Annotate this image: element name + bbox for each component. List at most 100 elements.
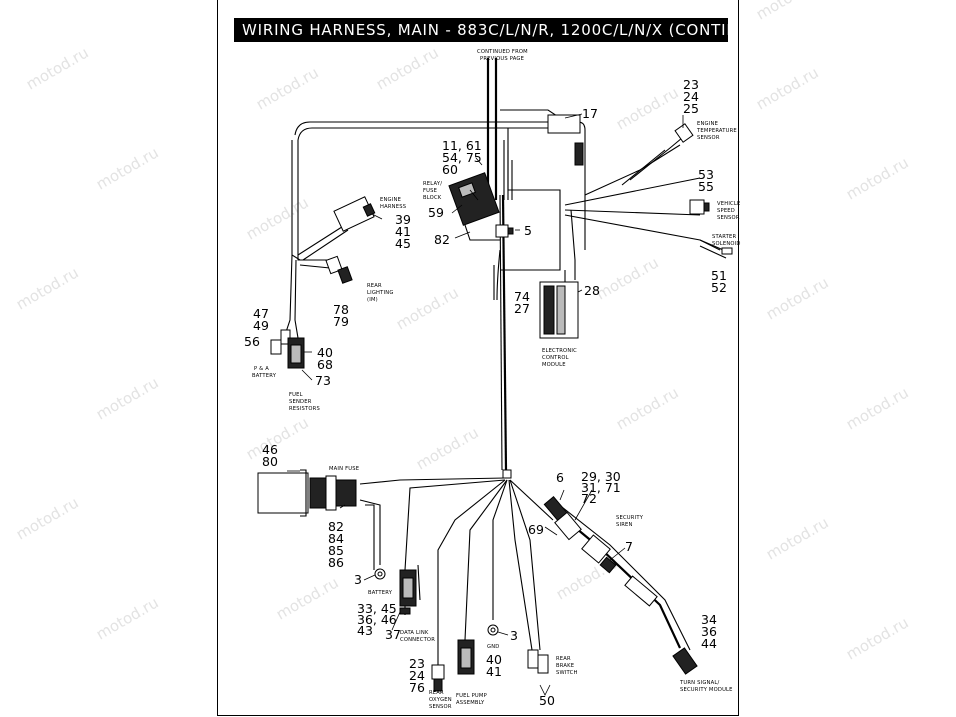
callout-49: 49 [253, 318, 269, 333]
callout-82-top: 82 [434, 232, 450, 247]
watermark-text: motod.ru [613, 383, 682, 433]
callout-28: 28 [584, 283, 600, 298]
callout-52: 52 [711, 280, 727, 295]
diagram-title: WIRING HARNESS, MAIN - 883C/L/N/R, 1200C… [234, 18, 728, 42]
label-continued-line1: CONTINUED FROM [477, 49, 528, 55]
label-pa-battery-2: BATTERY [252, 373, 277, 379]
left-branch-connectors [270, 254, 305, 369]
callout-50: 50 [539, 693, 555, 708]
callout-53: 53 [698, 167, 714, 182]
callout-24: 24 [683, 89, 699, 104]
label-brake-2: BRAKE [556, 663, 574, 669]
callout-27: 27 [514, 301, 530, 316]
label-turn-signal-1: TURN SIGNAL/ [679, 680, 719, 686]
callout-7: 7 [625, 539, 633, 554]
watermark-text: motod.ru [753, 0, 822, 23]
callout-5: 5 [524, 223, 532, 238]
callout-73: 73 [315, 373, 331, 388]
label-relay-1: RELAY/ [423, 181, 442, 187]
relay-fuse-block [448, 172, 500, 241]
label-relay-3: BLOCK [423, 195, 442, 201]
callout-76: 76 [409, 680, 425, 695]
callout-54-75: 54, 75 [442, 150, 482, 165]
callout-leaders [287, 113, 684, 696]
security-siren-branch [543, 496, 698, 675]
callout-40: 40 [317, 345, 333, 360]
label-vss-2: SPEED [717, 208, 735, 214]
label-pa-battery-1: P & A [254, 366, 269, 372]
callout-3-battery: 3 [354, 572, 362, 587]
watermark-text: motod.ru [413, 423, 482, 473]
label-ecm-2: CONTROL [542, 355, 569, 361]
label-gnd: GND [487, 644, 500, 650]
lower-branches [359, 477, 554, 665]
callout-24-bottom: 24 [409, 668, 425, 683]
watermark-text: motod.ru [93, 593, 162, 643]
watermark-text: motod.ru [593, 253, 662, 303]
callout-68: 68 [317, 357, 333, 372]
label-siren-1: SECURITY [616, 515, 644, 521]
component-labels: CONTINUED FROM PREVIOUS PAGE ENGINE TEMP… [252, 49, 740, 710]
label-rear-lighting-2: LIGHTING [367, 290, 394, 296]
callout-36: 36 [701, 624, 717, 639]
callout-78: 78 [333, 302, 349, 317]
label-ecm-3: MODULE [542, 362, 566, 368]
callout-25: 25 [683, 101, 699, 116]
callout-86: 86 [328, 555, 344, 570]
watermark-text: motod.ru [843, 383, 912, 433]
callout-23: 23 [683, 77, 699, 92]
watermark-text: motod.ru [613, 83, 682, 133]
callout-29-30: 29, 30 [581, 469, 621, 484]
watermark-text: motod.ru [373, 43, 442, 93]
rear-brake-switch-connector [527, 649, 549, 674]
watermark-text: motod.ru [253, 63, 322, 113]
label-fuel-sender-2: SENDER [289, 399, 312, 405]
watermark-text: motod.ru [763, 513, 832, 563]
callout-34: 34 [701, 612, 717, 627]
callout-41: 41 [395, 224, 411, 239]
callout-82: 82 [328, 519, 344, 534]
callout-3-gnd: 3 [510, 628, 518, 643]
callout-44: 44 [701, 636, 717, 651]
callout-45: 45 [395, 236, 411, 251]
label-main-fuse: MAIN FUSE [329, 466, 359, 472]
watermark-text: motod.ru [273, 573, 342, 623]
watermark-text: motod.ru [243, 193, 312, 243]
label-o2-3: SENSOR [429, 704, 452, 710]
callout-40-bottom: 40 [486, 652, 502, 667]
callout-39: 39 [395, 212, 411, 227]
callout-36-46: 36, 46 [357, 612, 397, 627]
label-engine-harness-2: HARNESS [380, 204, 406, 210]
callout-72: 72 [581, 491, 597, 506]
rear-lighting-connector [299, 255, 353, 284]
data-link-connector [399, 564, 421, 615]
label-battery: BATTERY [368, 590, 393, 596]
callout-43: 43 [357, 623, 373, 638]
rear-oxygen-sensor-connector [431, 664, 445, 692]
watermark-text: motod.ru [13, 263, 82, 313]
watermark-text: motod.ru [763, 273, 832, 323]
callout-59: 59 [428, 205, 444, 220]
watermark-text: motod.ru [23, 43, 92, 93]
callout-55: 55 [698, 179, 714, 194]
watermark-text: motod.ru [393, 283, 462, 333]
label-brake-1: REAR [556, 656, 571, 662]
label-continued-line2: PREVIOUS PAGE [480, 56, 524, 62]
fuel-pump-connector [457, 639, 475, 675]
label-siren-2: SIREN [616, 522, 633, 528]
gnd-terminal [487, 624, 499, 636]
label-rear-lighting-1: REAR [367, 283, 382, 289]
callout-17: 17 [582, 106, 598, 121]
callout-69: 69 [528, 522, 544, 537]
label-starter-1: STARTER [712, 234, 736, 240]
callout-31-71: 31, 71 [581, 480, 621, 495]
label-relay-2: FUSE [423, 188, 437, 194]
label-turn-signal-2: SECURITY MODULE [680, 687, 733, 693]
callout-56: 56 [244, 334, 260, 349]
label-vss-3: SENSOR [717, 215, 740, 221]
callout-79: 79 [333, 314, 349, 329]
main-fuse [257, 469, 357, 517]
engine-temperature-sensor [621, 123, 694, 186]
callout-80: 80 [262, 454, 278, 469]
callout-84: 84 [328, 531, 344, 546]
